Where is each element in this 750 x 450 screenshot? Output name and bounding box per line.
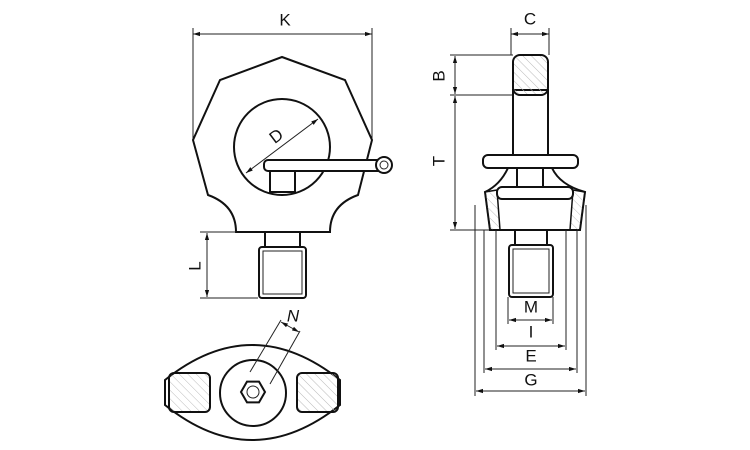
dimension-n (280, 321, 300, 333)
collar (496, 186, 574, 200)
bail-stem (512, 89, 549, 158)
label-e: E (525, 346, 536, 365)
bail-section (512, 54, 549, 96)
label-i: I (529, 322, 534, 341)
bottom-view: N (164, 306, 341, 441)
side-view: C B T M I E G (429, 9, 587, 396)
dimension-d (245, 118, 319, 174)
locking-pin (263, 159, 385, 172)
front-view: K D L (185, 10, 393, 299)
bolt-thread (258, 246, 307, 299)
label-n: N (287, 306, 300, 325)
label-l: L (185, 261, 204, 270)
label-t: T (429, 156, 448, 166)
label-m: M (524, 297, 538, 316)
pin-ring (375, 156, 393, 174)
side-thread (508, 244, 554, 298)
hex-socket (239, 380, 267, 404)
washer (482, 154, 579, 169)
label-b: B (429, 70, 448, 81)
label-c: C (524, 9, 536, 28)
label-k: K (279, 10, 291, 29)
label-g: G (524, 370, 537, 389)
bail-section-right (296, 372, 339, 413)
bail-section-left (168, 372, 211, 413)
